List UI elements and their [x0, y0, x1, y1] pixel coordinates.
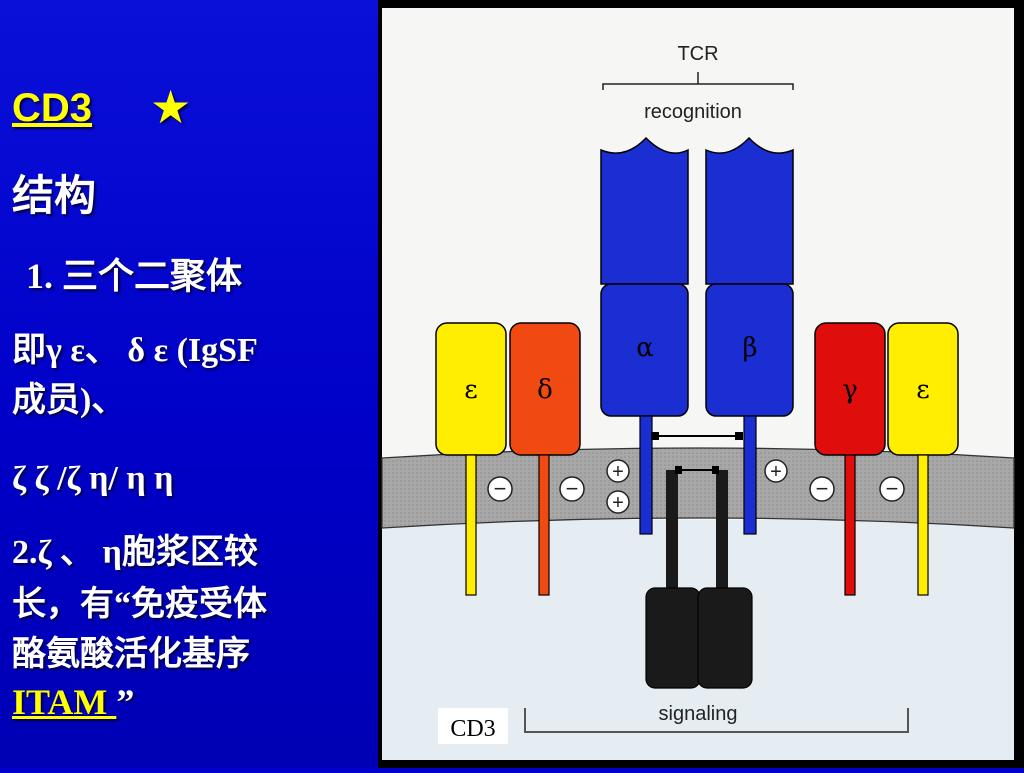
point-one: 1. 三个二聚体 — [26, 256, 243, 296]
svg-text:+: + — [612, 461, 624, 483]
point-two-line-4: ITAM ” — [12, 684, 134, 720]
section-heading: 结构 — [12, 174, 97, 220]
disulfide-node-right — [735, 432, 743, 440]
dimer-line-3: ζ ζ /ζ η/ η η — [12, 460, 174, 497]
delta-label: δ — [537, 375, 553, 405]
point-two-line-1: 2.ζ 、 η胞浆区较 — [12, 534, 258, 571]
cd3-label: CD3 — [450, 716, 495, 742]
plus-charge-1: + — [606, 459, 630, 483]
zeta-cytoplasmic-left — [645, 587, 701, 689]
star-icon: ★ — [150, 80, 192, 134]
gamma-label: γ — [842, 375, 858, 405]
signaling-bracket — [524, 708, 909, 733]
dimer-line-1: 即γ ε、 δ ε (IgSF — [12, 332, 258, 369]
point-two-line-3: 酪氨酸活化基序 — [12, 636, 250, 673]
alpha-label: α — [636, 333, 654, 363]
beta-transmembrane — [743, 415, 757, 535]
alpha-variable-domain — [600, 136, 689, 285]
epsilon-right-tail — [917, 454, 929, 596]
zeta-disulfide-node-right — [712, 466, 719, 474]
zeta-disulfide-node-left — [675, 466, 682, 474]
svg-text:−: − — [816, 476, 829, 501]
minus-charge-2: − — [559, 476, 585, 502]
epsilon-left-label: ε — [464, 375, 477, 405]
zeta-chain-right — [716, 470, 728, 600]
alpha-transmembrane — [639, 415, 653, 535]
delta-tail — [538, 454, 550, 596]
gamma-tail — [844, 454, 856, 596]
cd3-label-box — [438, 708, 508, 744]
zeta-chain-left — [666, 470, 678, 600]
point-two-line-2: 长，有“免疫受体 — [12, 586, 267, 623]
tcr-cd3-diagram: TCR recognition α β ε δ γ ε − − + — [381, 8, 1015, 760]
beta-variable-domain — [705, 136, 794, 285]
signaling-label: signaling — [659, 703, 738, 725]
minus-charge-3: − — [809, 476, 835, 502]
figure-panel: TCR recognition α β ε δ γ ε − − + — [378, 0, 1024, 768]
svg-text:+: + — [612, 492, 624, 514]
itam-link[interactable]: ITAM — [12, 682, 117, 722]
tcr-label: TCR — [677, 43, 718, 65]
tcr-bracket — [602, 72, 794, 90]
zeta-cytoplasmic-right — [697, 587, 753, 689]
svg-text:−: − — [494, 476, 507, 501]
recognition-label: recognition — [644, 101, 742, 123]
minus-charge-1: − — [487, 476, 513, 502]
epsilon-right-label: ε — [916, 375, 929, 405]
closing-quote: ” — [116, 682, 135, 722]
plus-charge-2: + — [606, 490, 630, 514]
beta-label: β — [742, 333, 757, 363]
svg-text:−: − — [886, 476, 899, 501]
disulfide-node-left — [651, 432, 659, 440]
svg-text:−: − — [566, 476, 579, 501]
epsilon-left-tail — [465, 454, 477, 596]
plus-charge-3: + — [764, 459, 788, 483]
text-panel: CD3 ★ 结构 1. 三个二聚体 即γ ε、 δ ε (IgSF 成员)、 ζ… — [0, 0, 378, 768]
svg-text:+: + — [770, 461, 782, 483]
dimer-line-2: 成员)、 — [12, 382, 126, 419]
minus-charge-4: − — [879, 476, 905, 502]
slide-title-link[interactable]: CD3 — [12, 86, 93, 130]
